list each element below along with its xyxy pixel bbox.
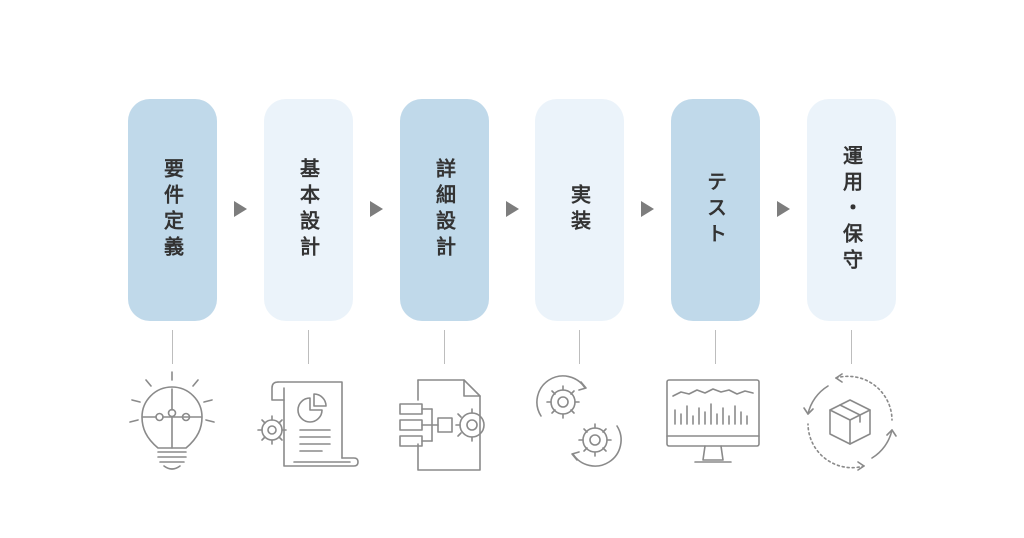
flowchart-document-gear-icon <box>394 370 494 475</box>
arrow-right-icon <box>234 201 247 217</box>
step-label: 要件定義 <box>160 158 185 262</box>
step-label: 基本設計 <box>296 158 321 262</box>
arrow-right-icon <box>641 201 654 217</box>
arrow-right-icon <box>777 201 790 217</box>
monitor-waveform-icon <box>665 370 765 475</box>
step-label: テスト <box>703 171 728 249</box>
connector-line <box>579 330 580 364</box>
box-cycle-icon <box>800 370 900 475</box>
step-implementation: 実装 <box>535 99 624 321</box>
rotating-gears-icon <box>529 370 629 475</box>
connector-line <box>851 330 852 364</box>
arrow-right-icon <box>370 201 383 217</box>
step-detailed-design: 詳細設計 <box>400 99 489 321</box>
step-basic-design: 基本設計 <box>264 99 353 321</box>
connector-line <box>308 330 309 364</box>
step-label: 運用・保守 <box>839 145 864 275</box>
lightbulb-puzzle-icon <box>122 370 222 475</box>
step-operation-maintenance: 運用・保守 <box>807 99 896 321</box>
document-chart-gear-icon <box>257 370 359 475</box>
step-label: 実装 <box>567 184 592 236</box>
step-testing: テスト <box>671 99 760 321</box>
step-requirements: 要件定義 <box>128 99 217 321</box>
connector-line <box>715 330 716 364</box>
connector-line <box>444 330 445 364</box>
step-label: 詳細設計 <box>432 158 457 262</box>
arrow-right-icon <box>506 201 519 217</box>
connector-line <box>172 330 173 364</box>
